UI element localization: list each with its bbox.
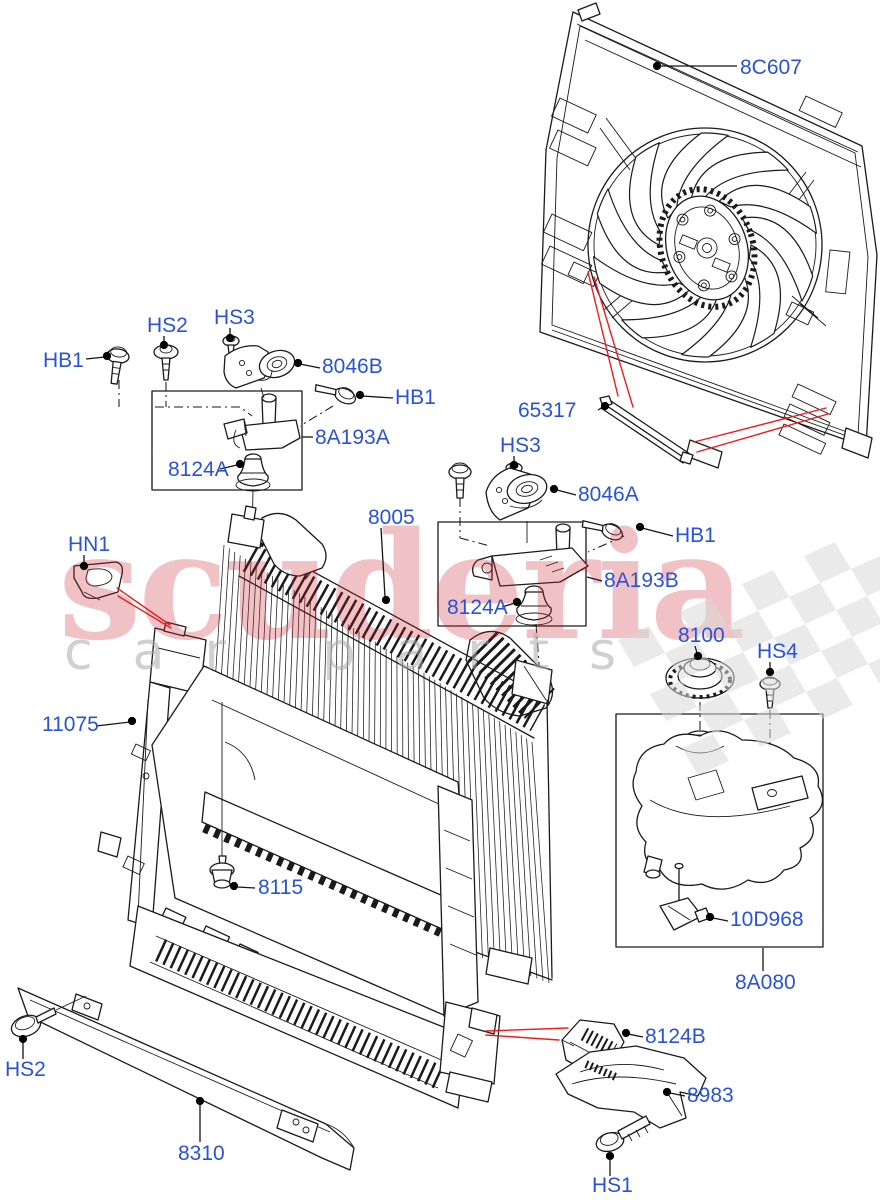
shroud-trim-strip bbox=[576, 23, 859, 153]
part-label-11075[interactable]: 11075 bbox=[42, 713, 99, 736]
fan-ring bbox=[587, 127, 823, 363]
rubber-mount-8124a bbox=[235, 453, 271, 492]
part-label-10D968[interactable]: 10D968 bbox=[730, 908, 804, 931]
shroud-right-pillar bbox=[437, 785, 479, 1017]
shroud-top-tab bbox=[577, 2, 601, 22]
lower-mount-group bbox=[555, 1019, 707, 1153]
mount-clamp-8983 bbox=[555, 1045, 707, 1129]
seal-strip-drawing bbox=[599, 395, 694, 465]
part-label-HB1[interactable]: HB1 bbox=[43, 349, 84, 372]
shroud-lower-tray bbox=[129, 905, 467, 1109]
part-label-8046B[interactable]: 8046B bbox=[322, 355, 383, 378]
part-label-8115[interactable]: 8115 bbox=[258, 876, 303, 899]
bolt-hs1 bbox=[595, 1115, 651, 1153]
part-label-HB1[interactable]: HB1 bbox=[395, 386, 436, 409]
bracket-8046b bbox=[223, 345, 296, 389]
part-label-8C607[interactable]: 8C607 bbox=[740, 56, 802, 79]
part-label-8046A[interactable]: 8046A bbox=[578, 483, 639, 506]
bolt-hb1 bbox=[581, 520, 624, 541]
clip-hn1 bbox=[73, 561, 124, 601]
shroud-vent-slots-left bbox=[541, 97, 600, 287]
bolt-hb1 bbox=[106, 346, 130, 385]
shroud-foot bbox=[841, 427, 873, 459]
shroud-lower-slots bbox=[778, 383, 837, 455]
part-label-HB1[interactable]: HB1 bbox=[675, 524, 716, 547]
level-sensor-10d968 bbox=[659, 862, 711, 931]
part-label-8124A[interactable]: 8124A bbox=[447, 596, 508, 619]
bracket-8a193a bbox=[223, 387, 301, 451]
part-label-8124A[interactable]: 8124A bbox=[168, 458, 229, 481]
drain-plug-8115 bbox=[209, 702, 235, 889]
part-label-8124B[interactable]: 8124B bbox=[645, 1025, 706, 1048]
lower-shroud-drawing bbox=[97, 621, 501, 1109]
part-label-8A193A[interactable]: 8A193A bbox=[315, 426, 390, 449]
part-label-8A193B[interactable]: 8A193B bbox=[604, 569, 679, 592]
assembly-box-8a193a bbox=[151, 390, 303, 491]
part-label-HN1[interactable]: HN1 bbox=[68, 533, 110, 556]
callout-leader-lines bbox=[18, 61, 775, 1176]
part-label-HS1[interactable]: HS1 bbox=[592, 1174, 633, 1197]
part-label-8983[interactable]: 8983 bbox=[687, 1084, 734, 1107]
bolt-hb1 bbox=[448, 462, 472, 499]
bracket-8a193b bbox=[472, 523, 589, 587]
bolt-hb1 bbox=[314, 384, 357, 405]
part-label-HS4[interactable]: HS4 bbox=[757, 640, 798, 663]
fan-motor-hub bbox=[656, 186, 758, 310]
bolt-hs2 bbox=[10, 995, 87, 1038]
shroud-vent-slots-right bbox=[785, 95, 851, 326]
part-label-HS2[interactable]: HS2 bbox=[147, 314, 188, 337]
red-locating-lines bbox=[116, 271, 829, 1041]
part-label-8005[interactable]: 8005 bbox=[368, 506, 415, 529]
part-label-HS3[interactable]: HS3 bbox=[214, 306, 255, 329]
part-label-65317[interactable]: 65317 bbox=[518, 399, 576, 422]
upper-mount-group-b bbox=[437, 462, 625, 677]
radiator-foot bbox=[485, 947, 533, 985]
part-label-8310[interactable]: 8310 bbox=[178, 1142, 225, 1165]
bracket-8046a bbox=[485, 467, 548, 521]
part-label-8100[interactable]: 8100 bbox=[678, 624, 725, 647]
rubber-mount-8124a bbox=[515, 585, 553, 626]
part-label-HS2[interactable]: HS2 bbox=[5, 1058, 46, 1081]
fan-shroud-drawing bbox=[539, 2, 878, 469]
part-label-HS3[interactable]: HS3 bbox=[500, 434, 541, 457]
assembly-box-8a193b bbox=[437, 521, 587, 627]
part-label-8A080[interactable]: 8A080 bbox=[735, 971, 796, 994]
lower-deflector-group bbox=[10, 987, 355, 1171]
